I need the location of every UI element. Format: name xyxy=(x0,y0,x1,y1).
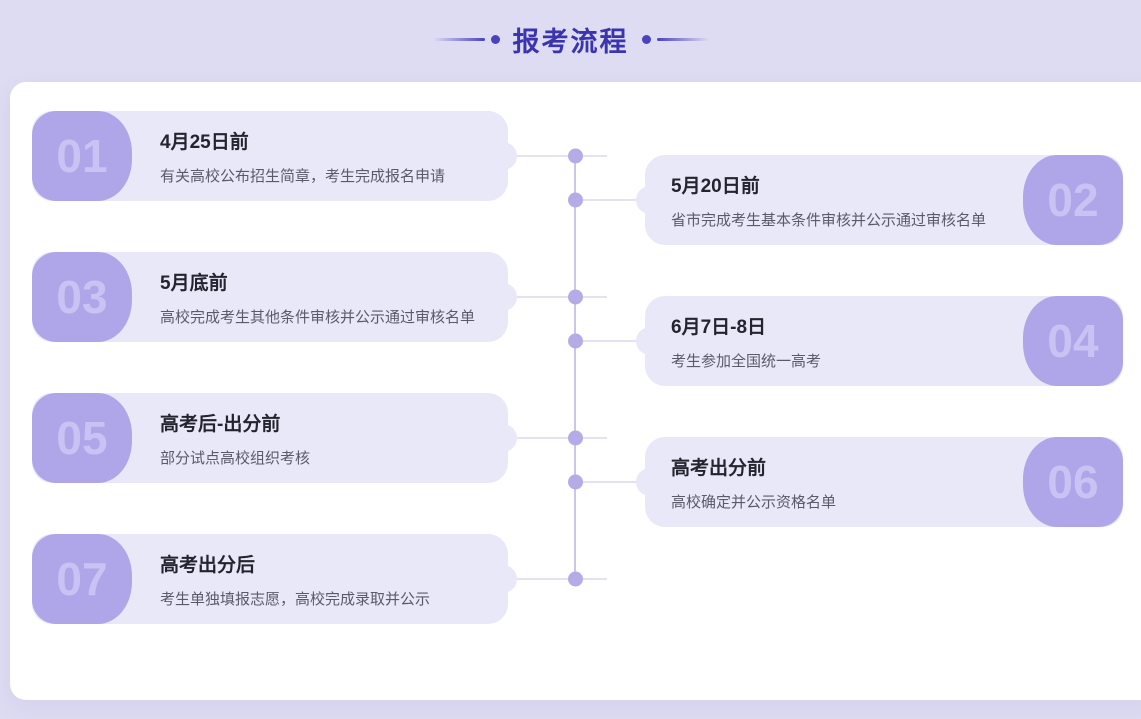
step-card: 03 5月底前 高校完成考生其他条件审核并公示通过审核名单 xyxy=(32,252,508,342)
step-number-badge: 04 xyxy=(1023,296,1123,386)
step-number-badge: 03 xyxy=(32,252,132,342)
decor-dot-icon xyxy=(641,34,651,44)
step-texts: 5月20日前 省市完成考生基本条件审核并公示通过审核名单 xyxy=(645,171,1123,230)
step-number-badge: 05 xyxy=(32,393,132,483)
step-connector-line xyxy=(575,199,675,201)
timeline-dot xyxy=(568,474,583,490)
step-description: 部分试点高校组织考核 xyxy=(160,449,311,467)
step-title: 6月7日-8日 xyxy=(671,316,767,338)
title-decor-right xyxy=(641,34,709,44)
page-header: 报考流程 xyxy=(0,0,1141,82)
timeline-dot xyxy=(568,571,583,587)
timeline-step: 06 高考出分前 高校确定并公示资格名单 xyxy=(568,437,1123,527)
timeline-dot xyxy=(568,289,583,305)
step-title: 高考后-出分前 xyxy=(160,413,281,435)
timeline-step: 05 高考后-出分前 部分试点高校组织考核 xyxy=(32,393,607,483)
step-connector-line xyxy=(502,296,607,298)
title-decor-left xyxy=(432,34,500,44)
step-description: 省市完成考生基本条件审核并公示通过审核名单 xyxy=(671,211,987,229)
step-title: 4月25日前 xyxy=(160,131,249,153)
step-number: 05 xyxy=(56,412,108,464)
decor-line-icon xyxy=(656,37,709,41)
step-number: 07 xyxy=(56,553,108,605)
timeline-step: 07 高考出分后 考生单独填报志愿，高校完成录取并公示 xyxy=(32,534,607,624)
step-connector-line xyxy=(502,578,607,580)
timeline-step: 04 6月7日-8日 考生参加全国统一高考 xyxy=(568,296,1123,386)
step-description: 有关高校公布招生简章，考生完成报名申请 xyxy=(160,167,446,185)
step-number: 04 xyxy=(1047,315,1099,367)
step-card: 04 6月7日-8日 考生参加全国统一高考 xyxy=(645,296,1123,386)
timeline-dot xyxy=(568,333,583,349)
page-title: 报考流程 xyxy=(512,26,629,57)
step-description: 高校完成考生其他条件审核并公示通过审核名单 xyxy=(160,308,476,326)
timeline-step: 01 4月25日前 有关高校公布招生简章，考生完成报名申请 xyxy=(32,111,607,201)
decor-dot-icon xyxy=(490,34,500,44)
step-number-badge: 02 xyxy=(1023,155,1123,245)
step-number: 01 xyxy=(56,130,108,182)
step-number-badge: 01 xyxy=(32,111,132,201)
step-title: 5月底前 xyxy=(160,272,228,294)
step-title: 5月20日前 xyxy=(671,175,760,197)
step-description: 考生参加全国统一高考 xyxy=(671,352,822,370)
step-number: 06 xyxy=(1047,456,1099,508)
step-card: 01 4月25日前 有关高校公布招生简章，考生完成报名申请 xyxy=(32,111,508,201)
step-description: 考生单独填报志愿，高校完成录取并公示 xyxy=(160,590,431,608)
step-texts: 6月7日-8日 考生参加全国统一高考 xyxy=(645,312,1123,371)
timeline-dot xyxy=(568,148,583,164)
step-connector-line xyxy=(575,481,675,483)
timeline-step: 03 5月底前 高校完成考生其他条件审核并公示通过审核名单 xyxy=(32,252,607,342)
step-description: 高校确定并公示资格名单 xyxy=(671,493,837,511)
timeline-step: 02 5月20日前 省市完成考生基本条件审核并公示通过审核名单 xyxy=(568,155,1123,245)
step-number: 03 xyxy=(56,271,108,323)
step-title: 高考出分前 xyxy=(671,457,767,479)
step-connector-line xyxy=(502,155,607,157)
step-connector-line xyxy=(502,437,607,439)
step-texts: 高考出分前 高校确定并公示资格名单 xyxy=(645,453,1123,512)
step-card: 05 高考后-出分前 部分试点高校组织考核 xyxy=(32,393,508,483)
decor-line-icon xyxy=(432,37,485,41)
step-texts: 4月25日前 有关高校公布招生简章，考生完成报名申请 xyxy=(32,127,508,186)
step-card: 07 高考出分后 考生单独填报志愿，高校完成录取并公示 xyxy=(32,534,508,624)
step-texts: 高考后-出分前 部分试点高校组织考核 xyxy=(32,409,508,468)
step-connector-line xyxy=(575,340,675,342)
step-card: 06 高考出分前 高校确定并公示资格名单 xyxy=(645,437,1123,527)
timeline-dot xyxy=(568,192,583,208)
step-number: 02 xyxy=(1047,174,1099,226)
step-card: 02 5月20日前 省市完成考生基本条件审核并公示通过审核名单 xyxy=(645,155,1123,245)
step-title: 高考出分后 xyxy=(160,554,256,576)
step-texts: 高考出分后 考生单独填报志愿，高校完成录取并公示 xyxy=(32,550,508,609)
timeline-vertical-line xyxy=(574,156,576,581)
step-number-badge: 07 xyxy=(32,534,132,624)
step-texts: 5月底前 高校完成考生其他条件审核并公示通过审核名单 xyxy=(32,268,508,327)
timeline-dot xyxy=(568,430,583,446)
step-number-badge: 06 xyxy=(1023,437,1123,527)
title-row: 报考流程 xyxy=(432,20,709,59)
